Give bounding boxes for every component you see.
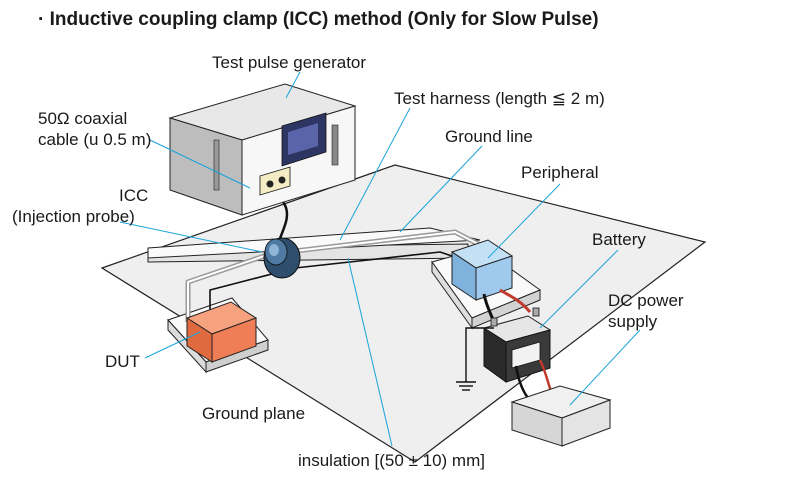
label-insulation: insulation [(50 ± 10) mm] <box>298 451 485 470</box>
battery-graphic <box>482 307 552 383</box>
dc-supply-graphic <box>510 385 612 447</box>
leader-icc <box>119 221 263 253</box>
leader-insulation <box>347 257 393 447</box>
leader-peripheral <box>487 183 561 259</box>
leader-dc-supply <box>569 329 641 406</box>
label-dc-line2: supply <box>608 312 658 331</box>
label-coax-line1: 50Ω coaxial <box>38 109 128 128</box>
ground-plane <box>100 164 707 463</box>
icc-clamp <box>263 237 301 279</box>
label-harness: Test harness (length ≦ 2 m) <box>394 89 605 108</box>
wire-red <box>499 288 532 313</box>
earth-symbol <box>456 381 476 391</box>
generator-graphic <box>168 83 357 216</box>
dut-box <box>185 301 258 363</box>
label-peripheral: Peripheral <box>521 163 599 182</box>
ground-wire <box>465 327 494 382</box>
label-battery: Battery <box>592 230 646 249</box>
label-dc-line1: DC power <box>608 291 684 310</box>
label-coax-line2: cable (u 0.5 m) <box>38 130 152 149</box>
leader-dut <box>144 331 201 359</box>
label-ground-plane: Ground plane <box>202 404 306 423</box>
leader-battery <box>539 249 619 329</box>
label-icc-line1: ICC <box>119 186 149 205</box>
leader-ground-line <box>399 145 483 233</box>
label-ground-line: Ground line <box>445 127 533 146</box>
label-generator: Test pulse generator <box>212 53 367 72</box>
leader-harness <box>339 107 411 241</box>
label-dut: DUT <box>105 352 140 371</box>
peripheral-box <box>450 239 514 301</box>
leader-generator <box>285 71 301 99</box>
label-icc-line2: (Injection probe) <box>12 207 135 226</box>
page-title: · Inductive coupling clamp (ICC) method … <box>38 9 599 30</box>
leader-coax <box>149 139 251 189</box>
leader-lines <box>119 71 641 447</box>
